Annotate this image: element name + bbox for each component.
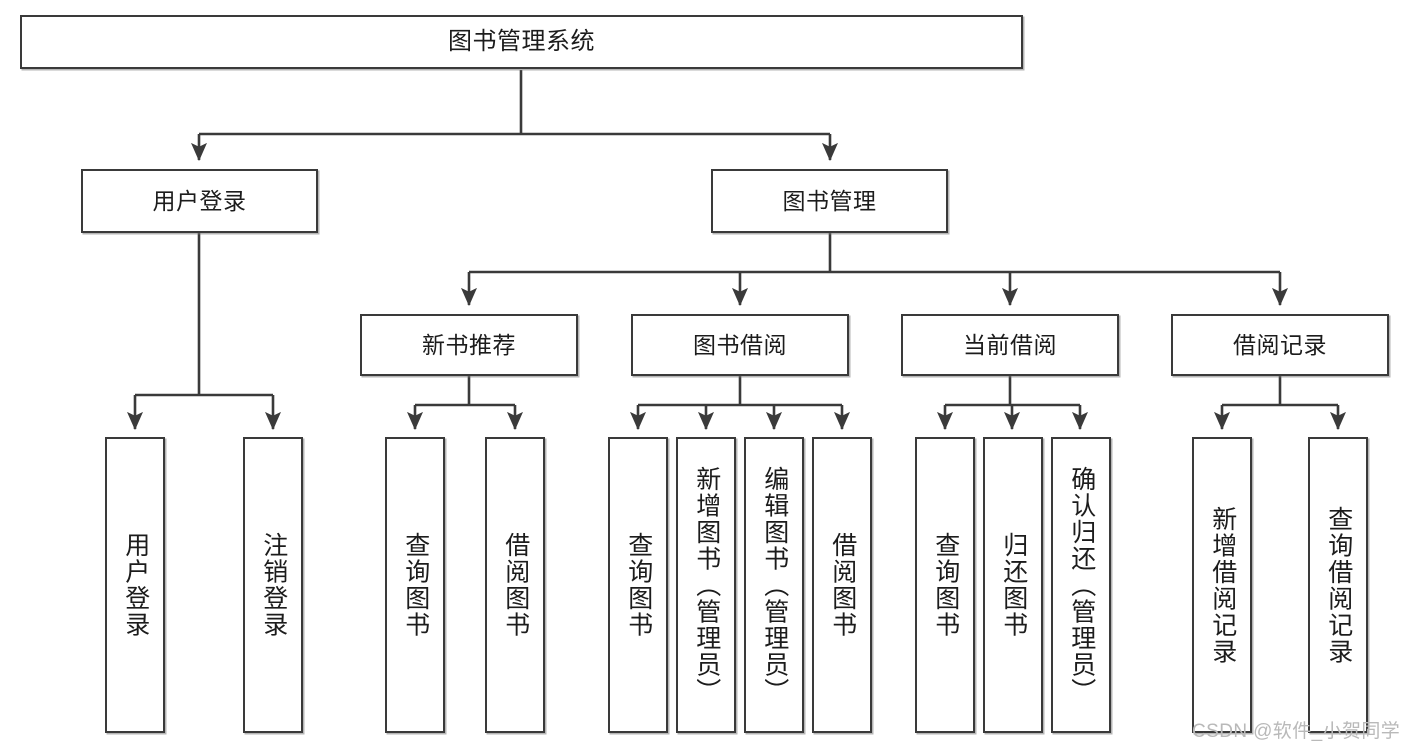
leaf-record-query-record[interactable]: 查询借阅记录 [1308,437,1368,733]
leaf-current-query-book[interactable]: 查询图书 [915,437,975,733]
node-label: 新书推荐 [422,331,516,358]
csdn-watermark: CSDN @软件_小贺同学 [1192,721,1401,742]
node-label: 图书借阅 [693,331,787,358]
node-label: 图书管理 [782,187,877,214]
leaf-user-login[interactable]: 用户登录 [105,437,165,733]
node-label: 图书管理系统 [448,28,595,56]
leaf-borrow-add-book-admin[interactable]: 新增图书（管理员） [676,437,736,733]
node-label: 新增图书（管理员） [692,465,721,705]
leaf-borrow-edit-book-admin[interactable]: 编辑图书（管理员） [744,437,804,733]
node-new-book-recommend[interactable]: 新书推荐 [360,314,578,376]
leaf-recommend-borrow-book[interactable]: 借阅图书 [485,437,545,733]
leaf-borrow-borrow-book[interactable]: 借阅图书 [812,437,872,733]
leaf-recommend-query-book[interactable]: 查询图书 [385,437,445,733]
node-label: 借阅图书 [501,532,530,638]
leaf-user-logout[interactable]: 注销登录 [243,437,303,733]
node-label: 查询借阅记录 [1324,505,1353,665]
node-label: 确认归还（管理员） [1067,465,1096,705]
node-label: 归还图书 [999,532,1028,638]
leaf-record-add-record[interactable]: 新增借阅记录 [1192,437,1252,733]
node-current-borrow[interactable]: 当前借阅 [901,314,1119,376]
node-borrow-record[interactable]: 借阅记录 [1171,314,1389,376]
node-root-system[interactable]: 图书管理系统 [20,15,1023,69]
node-label: 查询图书 [401,532,430,638]
node-label: 用户登录 [152,187,247,214]
leaf-current-return-book[interactable]: 归还图书 [983,437,1043,733]
node-label: 注销登录 [259,532,288,638]
node-label: 编辑图书（管理员） [760,465,789,705]
node-label: 新增借阅记录 [1208,505,1237,665]
leaf-current-confirm-return-admin[interactable]: 确认归还（管理员） [1051,437,1111,733]
node-book-management[interactable]: 图书管理 [711,169,948,233]
node-label: 当前借阅 [963,331,1057,358]
node-label: 借阅图书 [828,532,857,638]
node-user-login[interactable]: 用户登录 [81,169,318,233]
leaf-borrow-query-book[interactable]: 查询图书 [608,437,668,733]
node-book-borrow[interactable]: 图书借阅 [631,314,849,376]
node-label: 查询图书 [931,532,960,638]
node-label: 用户登录 [121,532,150,638]
node-label: 查询图书 [624,532,653,638]
node-label: 借阅记录 [1233,331,1327,358]
